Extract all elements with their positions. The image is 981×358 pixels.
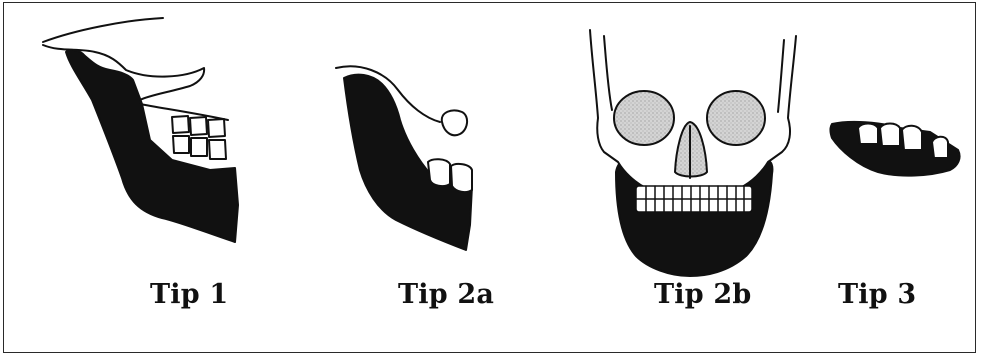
- label-tip-2a: Tip 2a: [398, 279, 494, 310]
- tip2b-left-orbit: [614, 91, 674, 145]
- label-tip-3: Tip 3: [838, 279, 916, 310]
- tip1-illustration: [43, 18, 238, 242]
- tip1-teeth: [172, 116, 226, 159]
- tip2b-right-orbit: [707, 91, 765, 145]
- tip2b-illustration: [590, 30, 796, 276]
- tip1-skull-outline: [43, 18, 163, 42]
- tip2b-teeth: [636, 186, 752, 212]
- label-tip-2b: Tip 2b: [654, 279, 752, 310]
- tip2a-upper-tooth: [442, 110, 467, 135]
- tip3-illustration: [831, 122, 960, 176]
- tip2a-illustration: [336, 66, 472, 250]
- label-tip-1: Tip 1: [150, 279, 228, 310]
